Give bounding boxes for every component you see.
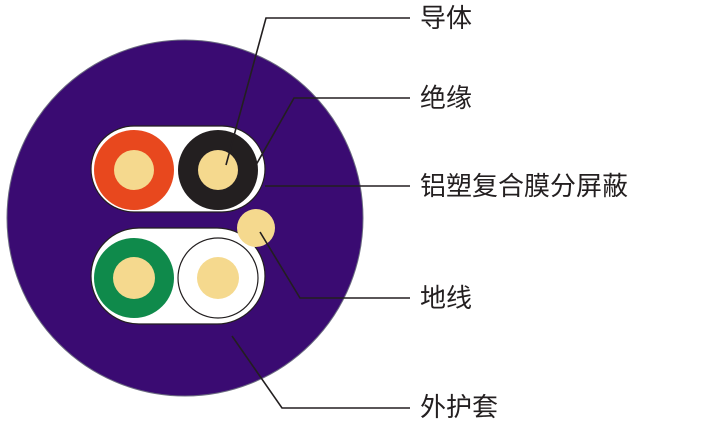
- conductor-black: [198, 150, 238, 190]
- drain-wire: [237, 209, 275, 247]
- conductor-orange: [114, 150, 154, 190]
- label-shield: 铝塑复合膜分屏蔽: [420, 172, 629, 202]
- leader-line-drain-wire: [259, 231, 410, 299]
- label-drain-wire: 地线: [420, 284, 473, 314]
- label-jacket: 外护套: [420, 393, 499, 423]
- outer-jacket: [6, 39, 364, 397]
- leader-line-insulation: [251, 97, 410, 173]
- label-conductor: 导体: [420, 4, 473, 34]
- leader-line-jacket: [231, 335, 410, 409]
- leader-line-conductor: [225, 17, 410, 166]
- label-insulation: 绝缘: [420, 84, 473, 114]
- conductor-white: [197, 257, 239, 299]
- conductor-green: [113, 257, 155, 299]
